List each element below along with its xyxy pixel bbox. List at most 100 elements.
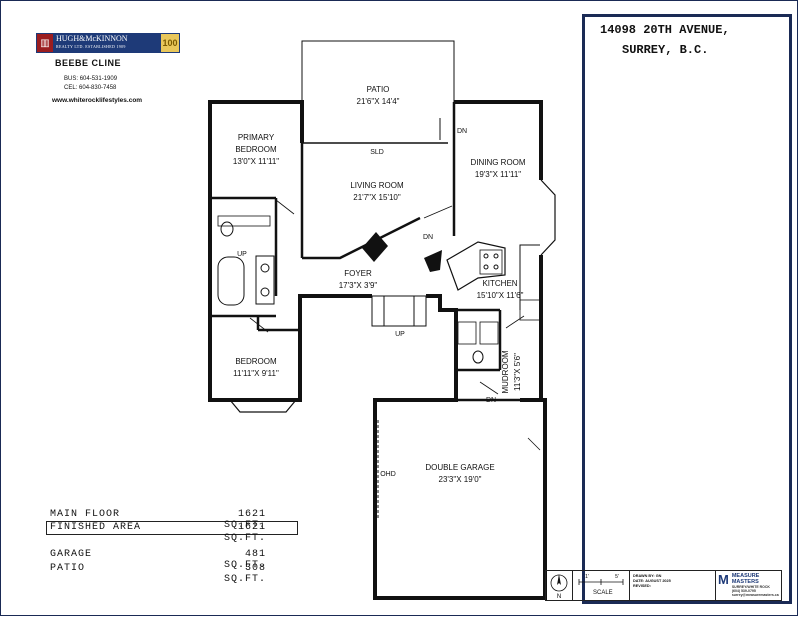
wall-east [520,255,543,402]
cooktop [479,249,503,275]
area-row-main-floor: MAIN FLOOR 1621 SQ.FT. [50,509,272,531]
dining-bay-window [540,179,556,256]
bus-label: BUS: [64,76,79,82]
cel-phone: 604-830-7458 [79,85,117,91]
vanity [255,255,275,305]
toilet-ensuite [220,221,234,237]
toilet-mudroom [472,350,484,364]
room-name-living-room: LIVING ROOM [350,181,404,190]
north-arrow-cell: N [546,571,573,600]
room-size-patio: 21'6"X 14'4" [357,97,400,106]
patio-outline [301,40,455,143]
bathtub [217,256,245,306]
cel-phone-line: CEL: 604-830-7458 [64,85,116,91]
address-line-1: 14098 20TH AVENUE, [600,23,730,37]
area-label: PATIO [50,563,86,574]
room-name-double-garage: DOUBLE GARAGE [425,463,494,472]
area-row-finished: FINISHED AREA 1621 SQ.FT. [50,522,272,544]
room-size-foyer: 17'3"X 3'9" [339,281,378,290]
wall-west-lower [208,294,372,402]
drawn-by: DRAWN BY: GN [633,574,662,578]
scale-cell: 1' 5' SCALE [573,571,630,600]
scale-start-label: 1' [585,574,589,580]
entry-stairs [371,295,427,327]
area-value: 1621 SQ.FT. [223,522,266,544]
firm-name: MEASURE MASTERS [731,573,760,585]
company-logo: ▥ HUGH&McKINNON REALTY LTD. ESTABLISHED … [36,33,180,53]
north-label: N [557,594,561,600]
firm-email: surrey@measuremasters.ca [731,593,779,597]
company-established: ESTABLISHED 1909 [85,44,126,49]
room-size-kitchen: 15'10"X 11'6" [477,291,524,300]
room-labels: PATIO 21'6"X 14'4" PRIMARY BEDROOM 13'0"… [233,85,526,484]
company-tagline: REALTY LTD. [56,44,84,49]
area-label: FINISHED AREA [50,522,142,533]
dryer [479,321,499,345]
kitchen-island [446,241,506,291]
company-name-block: HUGH&McKINNON REALTY LTD. ESTABLISHED 19… [53,34,161,52]
area-row-patio: PATIO 308 SQ.FT. [50,563,272,585]
scale-end-label: 5' [615,574,619,580]
anniversary-badge: 100 [161,34,179,52]
firm-tagline: SURREY/WHITE ROCK [731,585,770,589]
room-name-primary-bedroom-1: PRIMARY [238,133,275,142]
room-size-bedroom: 11'11"X 9'11" [233,369,279,378]
bus-phone: 604-531-1909 [79,76,118,82]
wall-west-upper [208,100,304,316]
scale-bar-icon: 1' 5' [578,574,624,585]
room-name-kitchen: KITCHEN [482,279,517,288]
fireplace [362,232,388,262]
label-up-entry: UP [395,331,405,338]
room-name-bedroom: BEDROOM [235,357,277,366]
wall-garage-west [373,294,530,600]
wall-dining-north [454,100,543,180]
room-name-primary-bedroom-2: BEDROOM [235,145,277,154]
room-size-dining-room: 19'3"X 11'11" [475,170,521,179]
area-label: GARAGE [50,549,93,560]
thin-lines [217,40,556,520]
label-dn-patio: DN [457,128,467,135]
revised: REVISED: [633,584,651,588]
agent-name: BEEBE CLINE [55,58,122,68]
area-value: 1621 SQ.FT. [223,509,266,531]
label-ohd: OHD [380,471,396,478]
drawing-date: DATE: AUGUST 2025 [633,579,671,583]
area-row-garage: GARAGE 481 SQ.FT. [50,549,272,571]
room-name-patio: PATIO [367,85,390,94]
label-sld: SLD [370,149,384,156]
finished-area-box [46,521,298,535]
measure-masters-logo: M MEASURE MASTERS SURREY/WHITE ROCK (604… [716,571,781,600]
interior-walls [210,102,545,402]
company-name: HUGH&McKINNON [56,34,128,43]
cel-label: CEL: [64,85,78,91]
firm-phone: (604) 539-0795 [731,589,756,593]
title-block: N 1' 5' SCALE DRAWN BY: GN DATE: AUGUST … [545,570,782,601]
north-arrow-icon: N [550,574,568,600]
washer [457,321,477,345]
bus-phone-line: BUS: 604-531-1909 [64,76,117,82]
label-up-ensuite: UP [237,251,247,258]
area-label: MAIN FLOOR [50,509,121,520]
room-name-foyer: FOYER [344,269,372,278]
address-line-2: SURREY, B.C. [622,43,709,57]
bedroom-bay-window [229,399,297,413]
logo-emblem-icon: ▥ [37,34,53,52]
agent-website: www.whiterocklifestyles.com [52,97,143,104]
label-dn-living: DN [423,234,433,241]
area-value: 308 SQ.FT. [223,563,266,585]
room-size-mudroom: 11'3"X 5'6" [513,353,522,391]
label-dn-mudroom: DN [486,397,496,404]
firm-mark-icon: M [718,572,729,587]
foyer-closet [424,250,442,272]
room-name-dining-room: DINING ROOM [470,158,525,167]
room-size-primary-bedroom: 13'0"X 11'11" [233,157,279,166]
fill-elements [362,232,442,272]
room-name-mudroom: MUDROOM [501,350,510,393]
room-size-living-room: 21'7"X 15'10" [353,193,401,202]
room-size-double-garage: 23'3"X 19'0" [439,475,482,484]
scale-label: SCALE [593,590,613,596]
wall-garage-east [530,398,547,600]
drawing-info-cell: DRAWN BY: GN DATE: AUGUST 2025 REVISED: [630,571,716,600]
